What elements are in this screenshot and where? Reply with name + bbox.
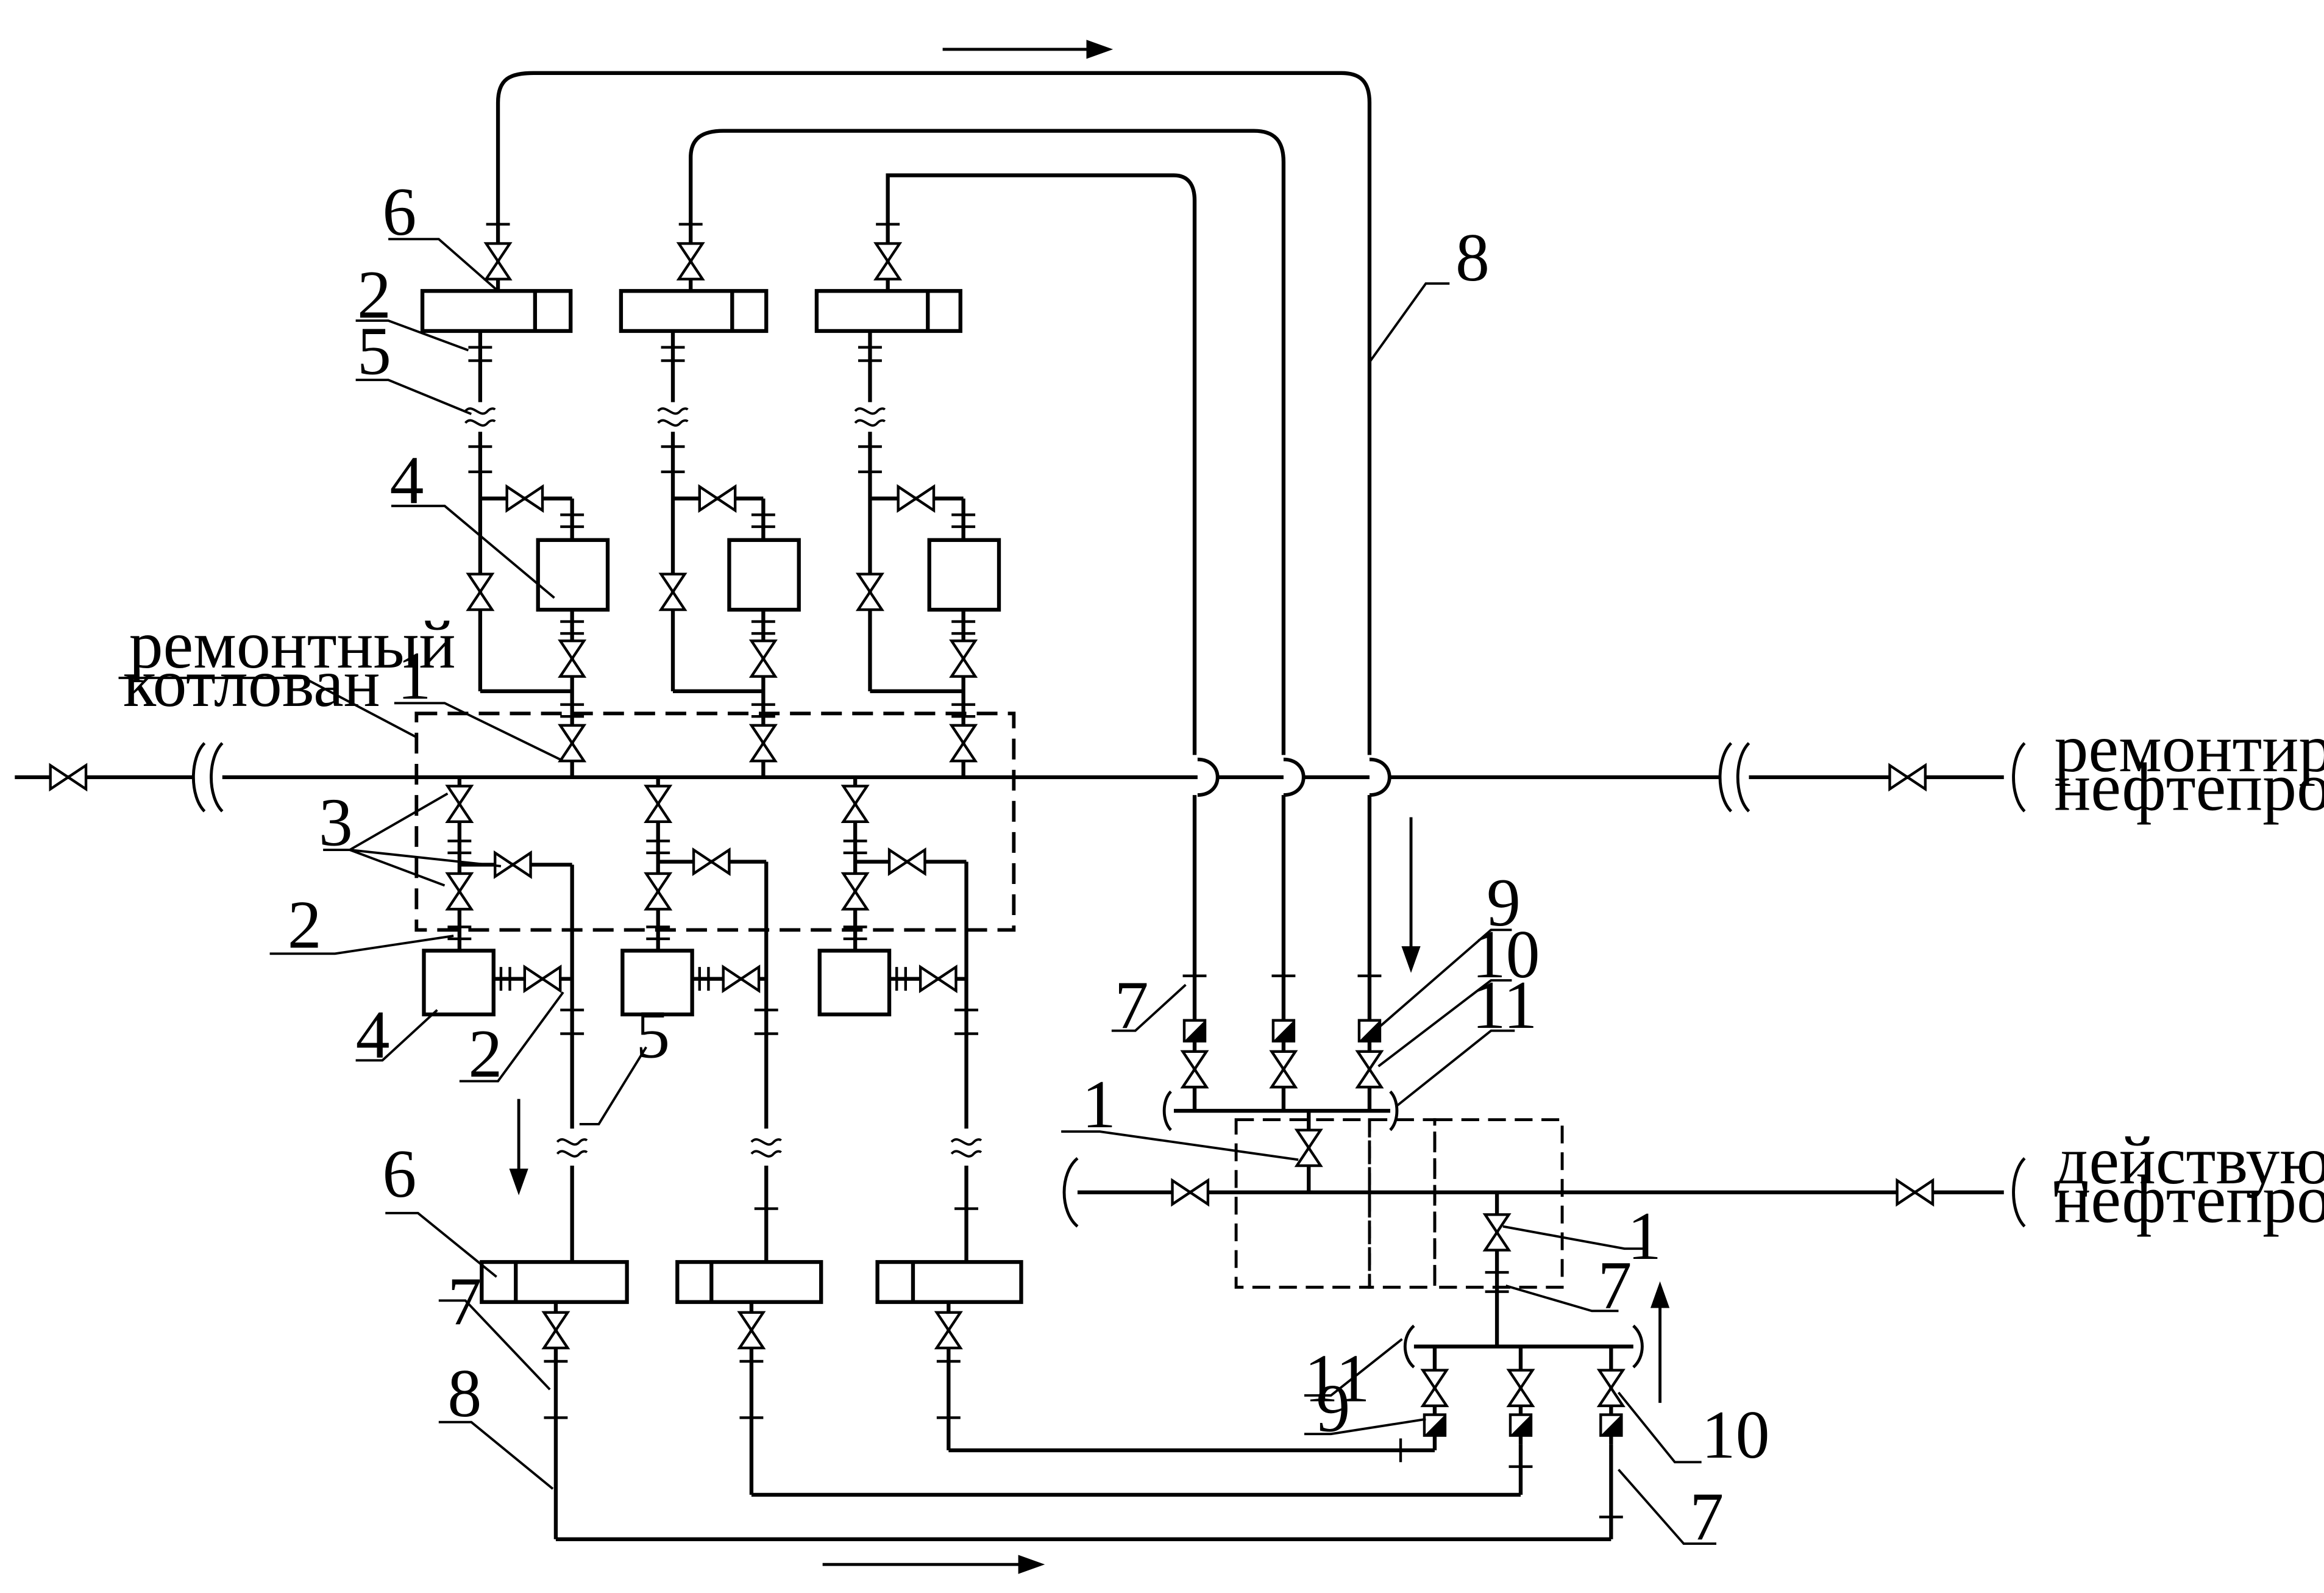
- text-labels: ремонтный котлован ремонтируемый нефтепр…: [123, 607, 2324, 1237]
- callout-7-upper: 7: [1115, 968, 1149, 1043]
- tie-in-pit-middle: [1368, 1118, 1437, 1289]
- lower-unit-b: [620, 777, 1523, 1497]
- pipe-breaks: [464, 407, 983, 1158]
- callout-1-active: 1: [1627, 1199, 1661, 1274]
- check-valves: [1184, 1021, 1621, 1436]
- tie-in-pit-left: [1234, 1118, 1371, 1289]
- callout-2-upper: 2: [357, 257, 391, 333]
- callout-10-lower: 10: [1702, 1397, 1770, 1473]
- upper-unit-c: [814, 173, 1197, 777]
- repair-pit-label-2: котлован: [123, 646, 380, 721]
- callout-3: 3: [319, 785, 353, 861]
- callout-4-upper: 4: [390, 443, 424, 518]
- active-pipeline-label-1: действующий: [2054, 1123, 2324, 1199]
- lower-unit-c: [817, 777, 1437, 1453]
- callout-4-lower: 4: [356, 997, 390, 1072]
- callout-5-upper: 5: [357, 313, 391, 389]
- callout-1-bypass: 1: [1082, 1067, 1116, 1142]
- valves: [447, 243, 1622, 1406]
- callout-6-upper: 6: [382, 174, 416, 250]
- repaired-pipeline-label-2: нефтепровод: [2054, 749, 2324, 825]
- flanges: [447, 224, 1622, 1517]
- repair-pit-outline: [414, 711, 1016, 932]
- active-line-valve-left: [1173, 1180, 1208, 1204]
- callout-11-lower: 11: [1304, 1341, 1370, 1417]
- callout-1-main: 1: [397, 638, 432, 714]
- main-line-valve-left: [51, 765, 86, 789]
- main-line-valve-right: [1889, 765, 1925, 789]
- callout-10-upper: 10: [1472, 917, 1540, 993]
- active-pipeline: [1062, 1156, 2026, 1228]
- upper-unit-a: [420, 71, 1372, 777]
- repair-pit-label-1: ремонтный: [129, 607, 456, 683]
- callout-2-lower: 2: [468, 1016, 502, 1092]
- callout-9-upper: 9: [1487, 865, 1521, 941]
- callout-7-lower: 7: [1690, 1479, 1724, 1555]
- repaired-pipeline: [15, 742, 2026, 813]
- callout-7-active: 7: [1597, 1247, 1632, 1323]
- callout-7-left: 7: [447, 1264, 482, 1339]
- upper-unit-b: [619, 129, 1286, 777]
- flow-arrows: [509, 40, 1670, 1574]
- callout-6-lower: 6: [382, 1136, 416, 1212]
- callout-11-upper: 11: [1472, 968, 1538, 1043]
- callout-2-mid: 2: [288, 888, 322, 963]
- callout-5-lower: 5: [636, 997, 670, 1072]
- callout-8-upper: 8: [1455, 220, 1490, 296]
- active-pipeline-label-2: нефтепровод: [2054, 1161, 2324, 1237]
- callout-9-lower: 9: [1316, 1370, 1350, 1446]
- leader-lines: [118, 238, 1716, 1545]
- repaired-pipeline-label-1: ремонтируемый: [2054, 711, 2324, 786]
- callout-numbers: 6 2 5 4 1 3 2 4 2 5 6 7 8 8 7 9 10 11 1 …: [288, 174, 1770, 1555]
- active-line-valve-right: [1897, 1180, 1933, 1204]
- callout-8-lower: 8: [447, 1356, 482, 1431]
